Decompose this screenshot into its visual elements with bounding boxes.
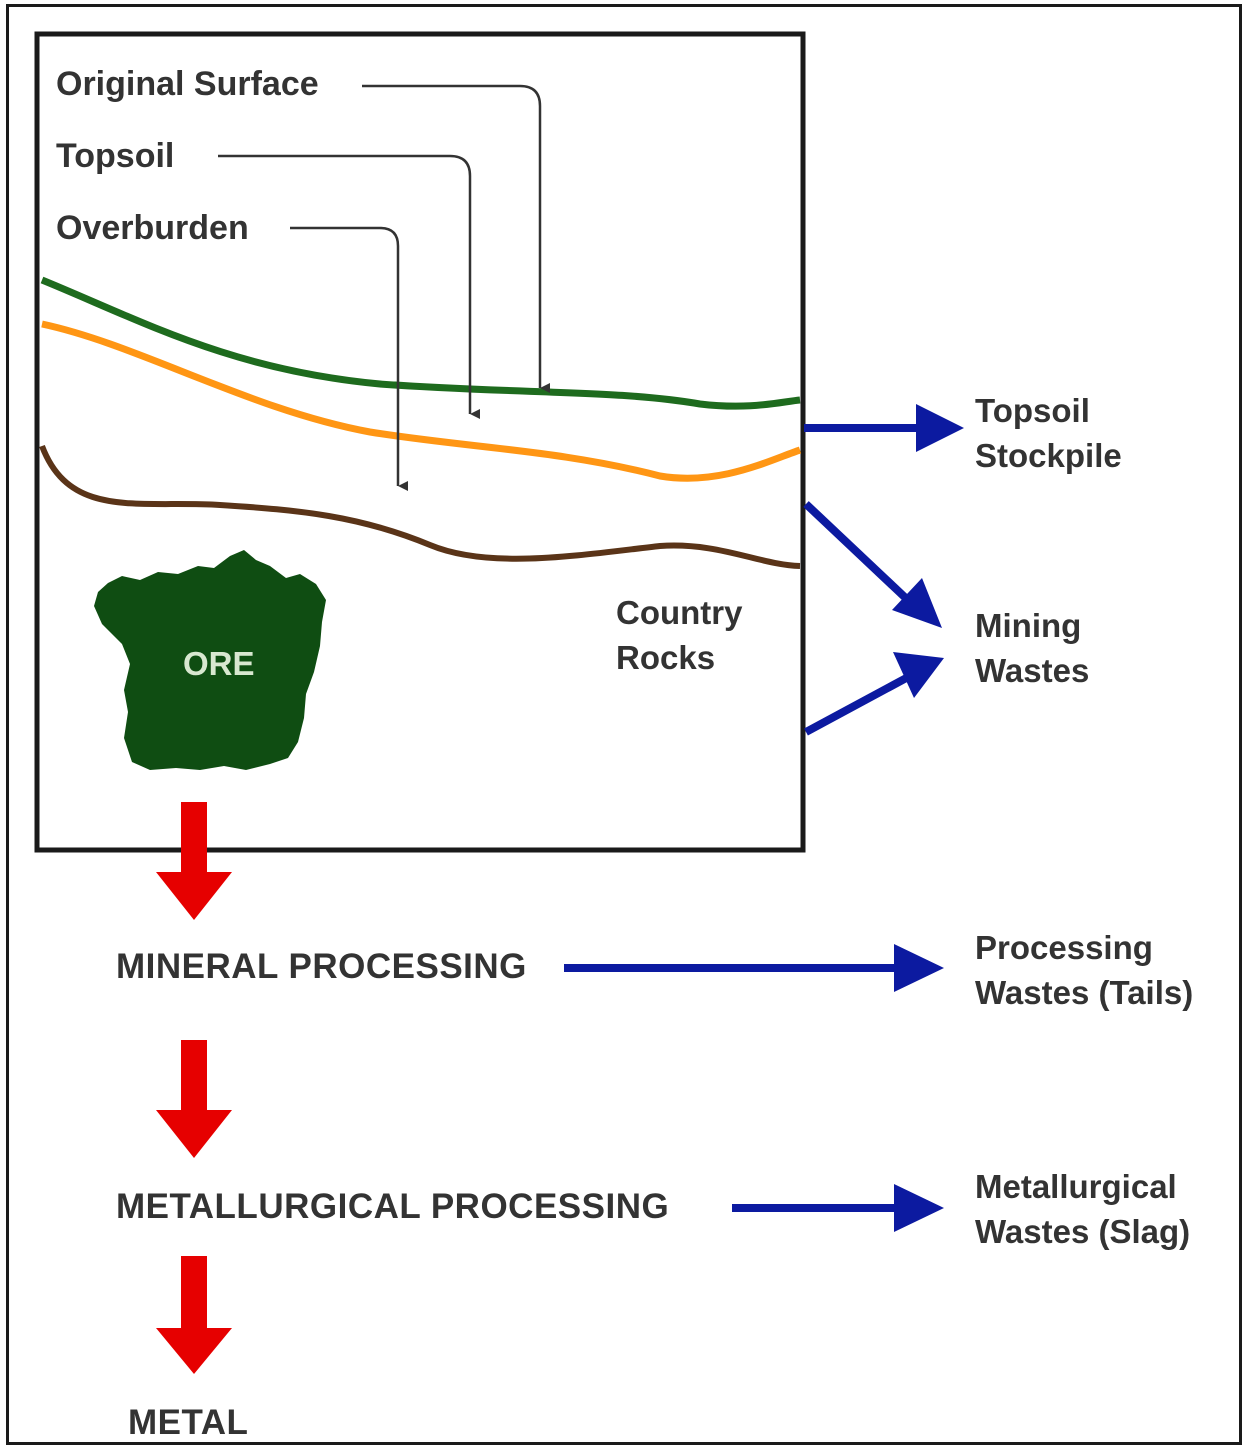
country-rocks-label: Country Rocks <box>616 594 743 676</box>
red-arrow-to-metallurgical-processing <box>156 1040 232 1158</box>
metallurgical-wastes-label: Metallurgical Wastes (Slag) <box>975 1168 1191 1250</box>
overburden-label: Overburden <box>56 209 249 247</box>
arrow-to-processing-wastes <box>564 944 944 992</box>
original-surface-label: Original Surface <box>56 65 319 103</box>
cross-section-box <box>34 31 806 853</box>
arrow-mining-wastes-lower <box>804 652 944 736</box>
mineral-processing-label: MINERAL PROCESSING <box>116 947 527 986</box>
red-arrow-to-metal <box>156 1256 232 1374</box>
topsoil-bottom-line <box>41 320 802 482</box>
overburden-pointer <box>290 226 408 491</box>
overburden-bottom-line <box>39 444 801 569</box>
arrow-to-metallurgical-wastes <box>732 1184 944 1232</box>
ore-body <box>94 550 326 770</box>
mining-wastes-label: Mining Wastes <box>975 607 1090 689</box>
original-surface-line <box>40 276 801 410</box>
red-arrow-ore-to-mineral-processing <box>156 802 232 920</box>
arrow-to-topsoil-stockpile <box>804 404 964 452</box>
ore-label: ORE <box>183 645 255 682</box>
topsoil-label: Topsoil <box>56 137 175 175</box>
metallurgical-processing-label: METALLURGICAL PROCESSING <box>116 1187 670 1226</box>
arrow-mining-wastes-upper <box>803 501 942 628</box>
metal-label: METAL <box>128 1403 249 1442</box>
topsoil-pointer <box>218 154 480 419</box>
original-surface-pointer <box>362 84 550 393</box>
processing-wastes-label: Processing Wastes (Tails) <box>975 929 1194 1011</box>
topsoil-stockpile-label: Topsoil Stockpile <box>975 392 1122 474</box>
